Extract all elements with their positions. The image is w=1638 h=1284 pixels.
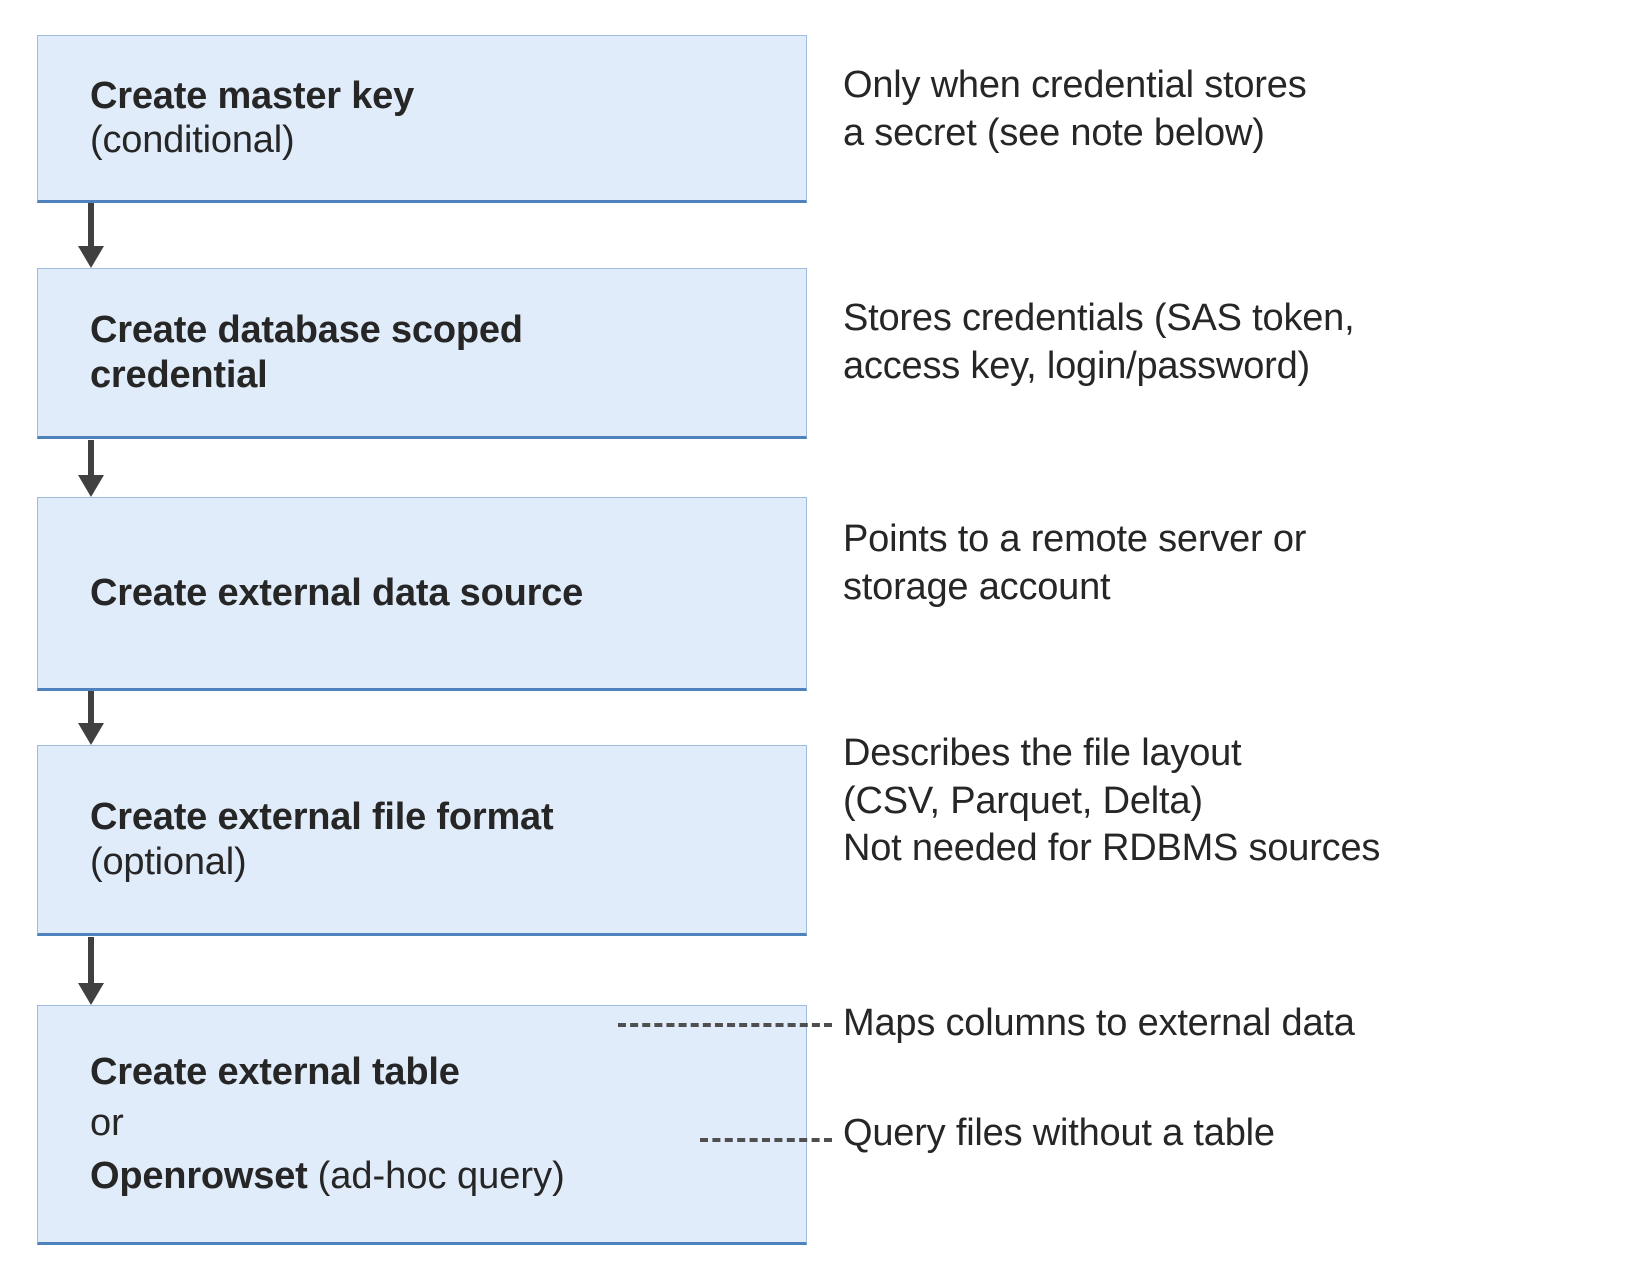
arrow-down-icon [78,440,104,497]
step-alt-title: Openrowset [90,1154,308,1197]
step-box-create-external-data-source[interactable]: Create external data source [37,497,807,691]
arrow-down-icon [78,937,104,1005]
arrow-down-icon [78,691,104,745]
step-subtitle: (conditional) [90,119,295,161]
step-title: Create external file format [90,796,554,839]
step5-table-row: Create external table [90,1050,806,1094]
step-description-external-table: Maps columns to external data [843,1002,1355,1044]
step-title: Create database scoped credential [90,309,523,396]
step-title: Create external table [90,1050,460,1093]
step-description-create-database-scoped-credential: Stores credentials (SAS token, access ke… [843,297,1355,387]
step-subtitle: (optional) [90,840,247,883]
step-box-create-external-file-format[interactable]: Create external file format (optional) [37,745,807,936]
dashed-leader-line-openrowset [700,1138,832,1142]
step-box-create-master-key[interactable]: Create master key (conditional) [37,35,807,203]
dashed-leader-line-table [618,1023,832,1027]
step-description-create-external-file-format: Describes the file layout (CSV, Parquet,… [843,732,1381,869]
arrow-down-icon [78,203,104,268]
step-title: Create master key [90,74,415,117]
step-description-create-external-data-source: Points to a remote server or storage acc… [843,518,1307,608]
step5-openrowset-row: Openrowset (ad-hoc query) [90,1154,806,1198]
step-box-create-database-scoped-credential[interactable]: Create database scoped credential [37,268,807,439]
step-box-create-external-table-or-openrowset[interactable]: Create external table or Openrowset (ad-… [37,1005,807,1245]
step-title: Create external data source [90,571,584,614]
step-alt-suffix: (ad-hoc query) [317,1154,565,1197]
step-description-openrowset: Query files without a table [843,1112,1275,1154]
step-description-create-master-key: Only when credential stores a secret (se… [843,64,1307,154]
step5-or-label: or [90,1102,124,1145]
